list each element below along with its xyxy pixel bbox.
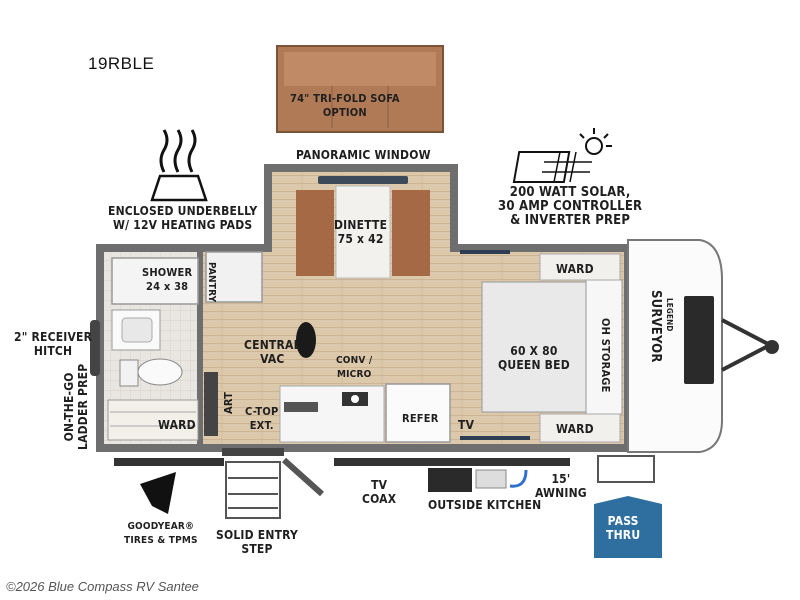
- refer-label: REFER: [402, 412, 439, 425]
- sofa-option-label: 74" TRI-FOLD SOFA OPTION: [290, 92, 400, 119]
- art-label: ART: [222, 391, 235, 414]
- pass-thru-label: PASS THRU: [606, 514, 641, 542]
- underbelly-label: ENCLOSED UNDERBELLY W/ 12V HEATING PADS: [108, 204, 258, 232]
- pass-thru-badge: [594, 496, 662, 558]
- brand-cap-label: SURVEYOR: [648, 290, 663, 363]
- awning-label: 15' AWNING: [535, 472, 587, 500]
- ward-front-top-label: WARD: [556, 262, 594, 276]
- pantry-label: PANTRY: [206, 262, 217, 303]
- sofa-option: [276, 45, 444, 133]
- model-name: 19RBLE: [88, 54, 155, 73]
- solar-label: 200 WATT SOLAR, 30 AMP CONTROLLER & INVE…: [498, 185, 643, 228]
- tv-coax-label: TV COAX: [362, 478, 397, 506]
- oh-storage-label: OH STORAGE: [599, 318, 612, 393]
- goodyear-icon: [140, 472, 176, 514]
- dealer-watermark: ©2026 Blue Compass RV Santee: [6, 579, 199, 594]
- rear-receiver: [90, 320, 100, 376]
- tv-label: TV: [458, 418, 475, 432]
- conv-micro-label: CONV / MICRO: [336, 355, 373, 380]
- underbody: [114, 455, 655, 519]
- ward-front-bottom-label: WARD: [556, 422, 594, 436]
- ward-rear-label: WARD: [158, 418, 196, 432]
- front-cap: [627, 239, 779, 453]
- central-vac-label: CENTRAL VAC: [244, 338, 301, 366]
- trailer-body: [96, 164, 640, 456]
- heat-icon: [150, 129, 208, 202]
- ctop-label: C-TOP EXT.: [245, 405, 279, 432]
- bed-label: 60 X 80 QUEEN BED: [498, 344, 570, 372]
- receiver-hitch-label: 2" RECEIVER HITCH: [14, 330, 93, 358]
- goodyear-label: GOODYEAR® TIRES & TPMS: [124, 521, 198, 546]
- brand-sub-label: LEGEND: [665, 298, 674, 332]
- panoramic-window-label: PANORAMIC WINDOW: [296, 148, 431, 162]
- entry-step-label: SOLID ENTRY STEP: [216, 528, 299, 556]
- dinette-label: DINETTE 75 x 42: [334, 218, 388, 246]
- solar-icon: [512, 128, 612, 183]
- shower-label: SHOWER 24 x 38: [142, 266, 193, 293]
- ladder-prep-label: ON-THE-GO LADDER PREP: [62, 363, 90, 450]
- outside-kitchen-label: OUTSIDE KITCHEN: [428, 498, 542, 512]
